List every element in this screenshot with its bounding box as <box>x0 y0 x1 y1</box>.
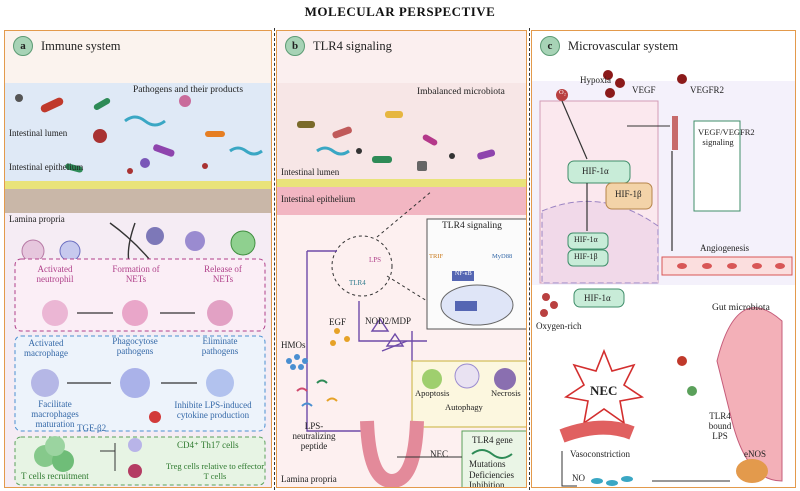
oxygen-rich-label: Oxygen-rich <box>536 321 582 331</box>
epithelium-brush-border <box>5 181 271 189</box>
panel-immune-system: a Immune system <box>4 30 272 488</box>
apoptosis-label: Apoptosis <box>415 388 450 398</box>
epithelial-cells <box>5 189 271 213</box>
panel-b-title: TLR4 signaling <box>313 38 392 53</box>
tlr4-label: TLR4 <box>349 279 366 287</box>
tgf-label: TGF-β2 <box>77 423 107 433</box>
enos-label: eNOS <box>744 449 766 459</box>
lps-label: LPS <box>369 256 382 264</box>
panel-c-header: c Microvascular system <box>532 31 795 61</box>
tlr4-lps-label: TLR4 bound LPS <box>708 411 732 441</box>
pathogens-label: Pathogens and their products <box>133 85 244 95</box>
treg-label: Treg cells relative to effector T cells <box>165 461 265 481</box>
b-epithelium-label: Intestinal epithelium <box>281 194 356 204</box>
panel-b-header: b TLR4 signaling <box>277 31 526 61</box>
lamina-label: Lamina propria <box>9 214 65 224</box>
microbiota-label: Imbalanced microbiota <box>417 87 505 97</box>
gene-inhibition: Inhibition <box>469 480 505 488</box>
release-nets-label: Release of NETs <box>204 264 242 284</box>
panel-tlr4-signaling: b TLR4 signaling <box>276 30 527 488</box>
vegf-signaling-label: VEGF/VEGFR2 signaling <box>698 127 755 147</box>
figure-title: MOLECULAR PERSPECTIVE <box>304 4 496 19</box>
microbiota-icon <box>297 111 496 171</box>
tcells-label: T cells recruitment <box>21 471 89 481</box>
hmos-icon <box>286 354 308 370</box>
b-lamina-label: Lamina propria <box>281 474 337 484</box>
hypoxia-label: Hypoxia <box>580 75 611 85</box>
no-label: NO <box>572 473 585 483</box>
myd88-label: MyD88 <box>492 253 513 260</box>
eliminate-label: Eliminate pathogens <box>201 336 239 356</box>
inhibit-label: Inhibite LPS-induced cytokine production <box>174 400 252 420</box>
formation-nets-label: Formation of NETs <box>112 264 160 284</box>
cd4-label: CD4⁺ Th17 cells <box>177 440 239 450</box>
angiogenesis-label: Angiogenesis <box>700 243 749 253</box>
hif1a-lower-label: HIF-1α <box>584 293 611 303</box>
panel-a-title: Immune system <box>41 38 121 53</box>
vasoconstriction-label: Vasoconstriction <box>570 449 630 459</box>
necrosis-label: Necrosis <box>491 388 521 398</box>
epithelium-label: Intestinal epithelium <box>9 162 84 172</box>
hif1b-label: HIF-1β <box>615 189 642 199</box>
lumen-area <box>5 83 271 181</box>
lps-peptide-label: LPS-neutralizing peptide <box>292 421 336 451</box>
vegfr2-label: VEGFR2 <box>690 85 725 95</box>
panel-c-title: Microvascular system <box>568 38 679 53</box>
tlr4-gene-label: TLR4 gene <box>472 435 513 445</box>
panel-a-illustration <box>5 83 271 487</box>
panel-c-illustration <box>532 70 795 487</box>
separator-ab <box>274 28 275 490</box>
panel-a-header: a Immune system <box>5 31 271 61</box>
vegf-label: VEGF <box>632 85 656 95</box>
hif1a-label: HIF-1α <box>582 166 609 176</box>
gene-mutations: Mutations <box>469 459 506 469</box>
o2-label: O₂ <box>559 89 566 96</box>
panel-microvascular: c Microvascular system <box>531 30 796 488</box>
activated-neutrophil-label: Activated neutrophil <box>36 264 74 284</box>
b-nec-label: NEC <box>430 449 448 459</box>
hmos-label: HMOs <box>281 340 306 350</box>
activated-macrophage-label: Activated macrophage <box>24 338 68 358</box>
nod2-icon <box>370 317 405 347</box>
peptide-icon <box>296 379 338 407</box>
b-lumen-label: Intestinal lumen <box>281 167 340 177</box>
trif-label: TRIF <box>429 253 444 260</box>
separator-bc <box>529 28 530 490</box>
egf-label: EGF <box>329 317 347 327</box>
gut-microbiota-label: Gut microbiota <box>712 303 770 313</box>
autophagy-label: Autophagy <box>445 402 483 412</box>
gene-deficiencies: Deficiencies <box>469 470 514 480</box>
facilitate-label: Facilitate macrophages maturation <box>31 399 79 429</box>
hif1b-nuc-label: HIF-1β <box>574 252 598 261</box>
tlr4-signaling-label: TLR4 signaling <box>442 221 502 231</box>
c-nec-label: NEC <box>590 383 618 398</box>
nod2-label: NOD2/MDP <box>365 316 412 326</box>
bacteria-icon <box>15 94 263 174</box>
nec-star-icon <box>563 348 645 425</box>
hif1a-nuc-label: HIF-1α <box>574 235 598 244</box>
panel-c-badge: c <box>540 36 560 56</box>
panel-a-badge: a <box>13 36 33 56</box>
phagocytose-label: Phagocytose pathogens <box>112 336 158 356</box>
nfkb-label: NF-κB <box>455 271 472 277</box>
egf-icon <box>330 328 350 346</box>
panel-b-badge: b <box>285 36 305 56</box>
tcell-box <box>14 436 266 486</box>
panel-b-illustration <box>277 83 526 487</box>
lumen-label: Intestinal lumen <box>9 128 68 138</box>
